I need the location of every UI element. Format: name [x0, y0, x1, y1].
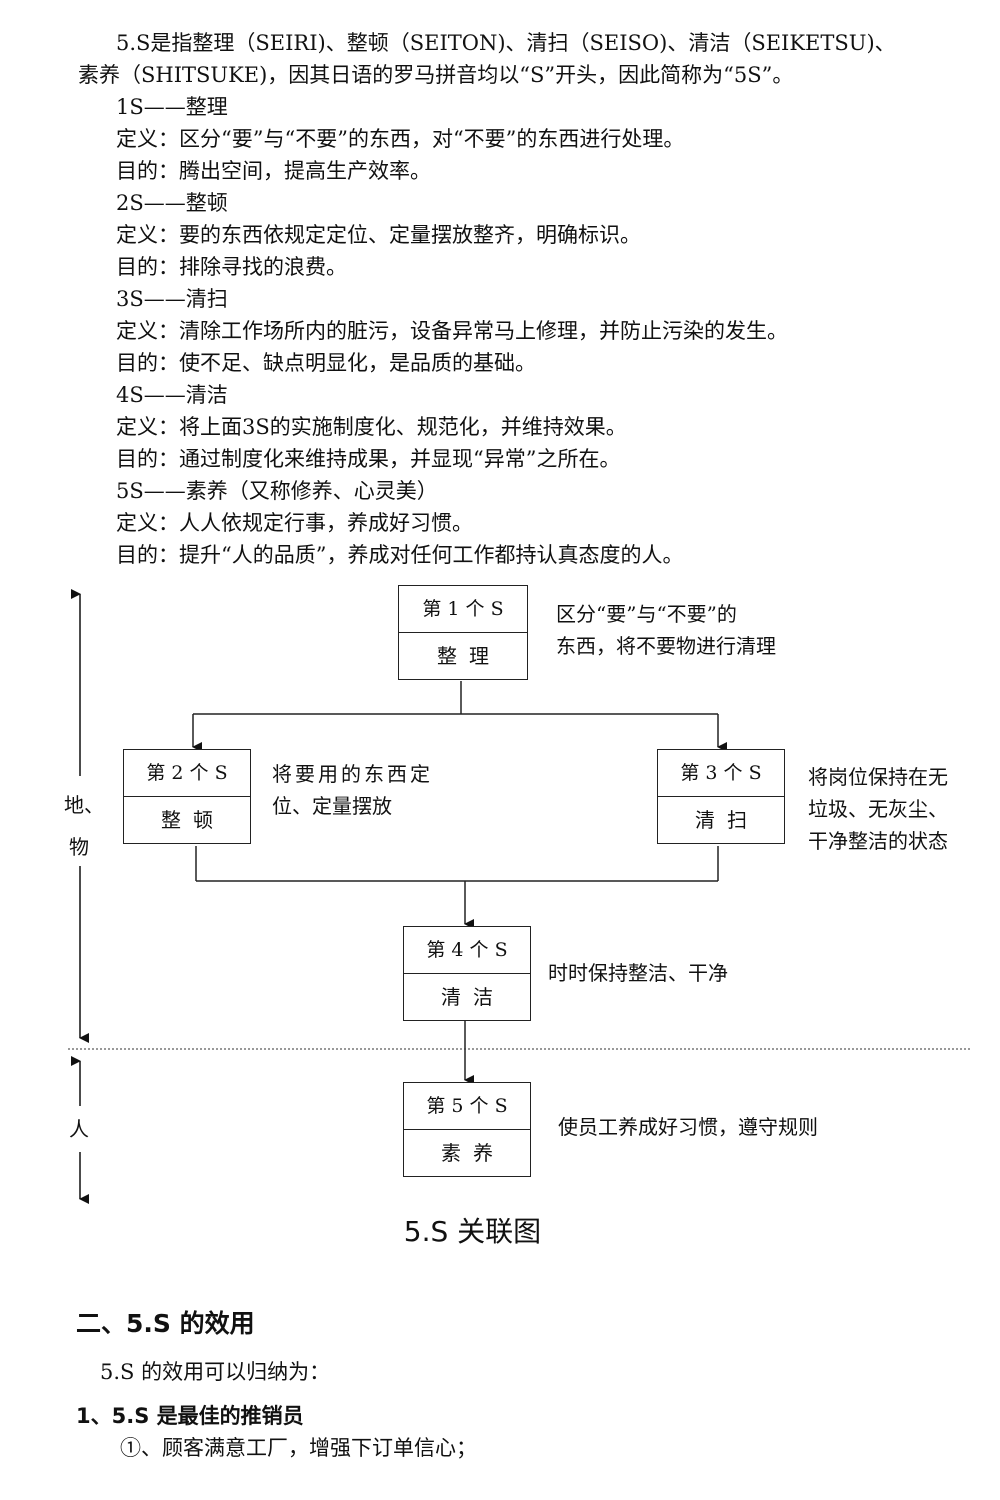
- desc-3s-line-2: 垃圾、无灰尘、: [808, 797, 948, 821]
- intro-line-1: 5.S是指整理（SEIRI)、整顿（SEITON)、清扫（SEISO)、清洁（S…: [116, 31, 896, 55]
- desc-4s: 时时保持整洁、干净: [548, 961, 728, 985]
- item-purpose-2: 目的：排除寻找的浪费。: [116, 255, 347, 279]
- box-5s: 第 5 个 S 素养: [403, 1082, 531, 1177]
- item-purpose-5: 目的：提升“人的品质”，养成对任何工作都持认真态度的人。: [116, 543, 684, 567]
- box-4s-bottom: 清洁: [441, 985, 505, 1009]
- item-title-4: 4S——清洁: [116, 383, 228, 407]
- desc-1s-line-2: 东西，将不要物进行清理: [556, 634, 776, 658]
- box-1s-top: 第 1 个 S: [399, 586, 527, 633]
- section-2-sub-item-1: ①、顾客满意工厂，增强下订单信心；: [120, 1436, 477, 1460]
- diagram-caption: 5.S 关联图: [403, 1215, 542, 1248]
- desc-3s: 将岗位保持在无 垃圾、无灰尘、 干净整洁的状态: [808, 761, 948, 857]
- side-label-di: 地、: [64, 793, 104, 817]
- box-2s-top: 第 2 个 S: [124, 750, 250, 797]
- desc-1s-line-1: 区分“要”与“不要”的: [556, 602, 737, 626]
- desc-1s: 区分“要”与“不要”的 东西，将不要物进行清理: [556, 598, 776, 662]
- item-title-3: 3S——清扫: [116, 287, 228, 311]
- desc-2s-line-2: 位、定量摆放: [272, 794, 392, 818]
- item-definition-4: 定义：将上面3S的实施制度化、规范化，并维持效果。: [116, 415, 627, 439]
- desc-2s: 将要用的东西定 位、定量摆放: [272, 758, 433, 822]
- side-label-ren: 人: [69, 1117, 89, 1141]
- item-title-2: 2S——整顿: [116, 191, 228, 215]
- box-4s-top: 第 4 个 S: [404, 927, 530, 974]
- desc-2s-line-1: 将要用的东西定: [272, 762, 433, 786]
- desc-3s-line-1: 将岗位保持在无: [808, 765, 948, 789]
- desc-5s: 使员工养成好习惯，遵守规则: [558, 1115, 818, 1139]
- intro-line-2: 素养（SHITSUKE)，因其日语的罗马拼音均以“S”开头，因此简称为“5S”。: [78, 63, 794, 87]
- section-2-intro: 5.S 的效用可以归纳为：: [100, 1360, 331, 1384]
- box-3s-top: 第 3 个 S: [658, 750, 784, 797]
- box-5s-top: 第 5 个 S: [404, 1083, 530, 1130]
- item-definition-1: 定义：区分“要”与“不要”的东西，对“不要”的东西进行处理。: [116, 127, 685, 151]
- item-definition-2: 定义：要的东西依规定定位、定量摆放整齐，明确标识。: [116, 223, 641, 247]
- item-definition-5: 定义：人人依规定行事，养成好习惯。: [116, 511, 473, 535]
- item-title-1: 1S——整理: [116, 95, 228, 119]
- section-2-sub-heading-1: 1、5.S 是最佳的推销员: [76, 1404, 304, 1428]
- section-2-heading: 二、5.S 的效用: [76, 1309, 255, 1338]
- box-3s: 第 3 个 S 清扫: [657, 749, 785, 844]
- item-purpose-3: 目的：使不足、缺点明显化，是品质的基础。: [116, 351, 536, 375]
- side-label-wu: 物: [69, 835, 89, 859]
- box-2s-bottom: 整顿: [161, 808, 225, 832]
- box-5s-bottom: 素养: [441, 1141, 505, 1165]
- item-title-5: 5S——素养（又称修养、心灵美）: [116, 479, 438, 503]
- desc-3s-line-3: 干净整洁的状态: [808, 829, 948, 853]
- item-definition-3: 定义：清除工作场所内的脏污，设备异常马上修理，并防止污染的发生。: [116, 319, 788, 343]
- box-1s: 第 1 个 S 整理: [398, 585, 528, 680]
- item-purpose-1: 目的：腾出空间，提高生产效率。: [116, 159, 431, 183]
- box-1s-bottom: 整理: [437, 644, 501, 668]
- box-3s-bottom: 清扫: [695, 808, 759, 832]
- item-purpose-4: 目的：通过制度化来维持成果，并显现“异常”之所在。: [116, 447, 621, 471]
- box-2s: 第 2 个 S 整顿: [123, 749, 251, 844]
- box-4s: 第 4 个 S 清洁: [403, 926, 531, 1021]
